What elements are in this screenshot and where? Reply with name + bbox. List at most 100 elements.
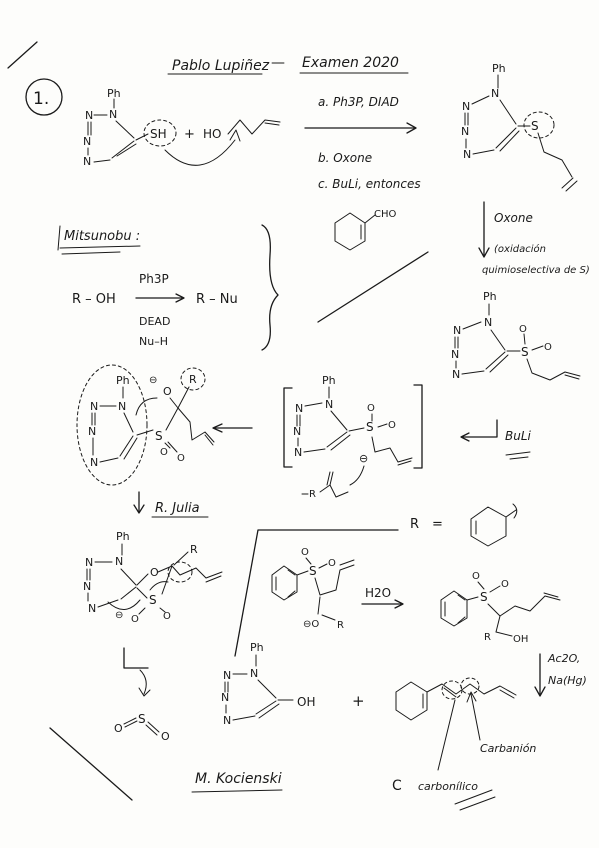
elimination-arrow	[123, 647, 149, 669]
oxone-note-2: quimioselectiva de S)	[482, 265, 590, 276]
start-n4: N	[83, 155, 91, 168]
mitsunobu-ph3p: Ph3P	[139, 272, 169, 286]
p1-n3: N	[461, 125, 469, 138]
side-alk-o: ⊖O	[303, 619, 319, 630]
acetylation-arrow-head	[534, 686, 546, 697]
buli-arrow	[461, 419, 498, 438]
header-dash: —	[271, 55, 285, 71]
a-n2: N	[325, 398, 333, 411]
sp-o2: O	[163, 611, 171, 622]
f-n2: N	[250, 667, 258, 680]
mitsunobu-nuh: Nu–H	[139, 335, 168, 348]
sp-minus: ⊖	[115, 610, 123, 621]
f-ph: Ph	[250, 641, 264, 654]
side-o1: O	[301, 547, 309, 558]
rdef-r: R	[410, 517, 419, 532]
problem-circle	[25, 78, 63, 116]
final-plus: +	[352, 692, 365, 710]
cyclohexene-ring-r	[470, 506, 507, 547]
left-arrow-head	[212, 423, 223, 433]
f-n1: N	[223, 669, 231, 682]
al-n1: N	[90, 400, 98, 413]
attack-arrow	[164, 139, 236, 166]
al-o: O	[163, 385, 172, 398]
mitsunobu-roh: R – OH	[72, 292, 116, 307]
aldehyde-r: R	[309, 489, 316, 500]
s-n1: N	[453, 324, 461, 337]
corner-mark	[7, 41, 38, 69]
carbanion-pointer	[470, 693, 481, 741]
sp-o1: O	[131, 614, 139, 625]
f-n3: N	[221, 691, 229, 704]
sp-n4: N	[88, 602, 96, 615]
p1-ph: Ph	[492, 62, 506, 75]
sulfone-product: Ph N N N N S O O	[451, 290, 581, 381]
oxone-arrow-head	[478, 247, 490, 258]
al-ph: Ph	[116, 374, 130, 387]
h2o-label: H2O	[365, 586, 391, 600]
divider-diagonal	[317, 251, 429, 323]
sp-n2: N	[115, 555, 123, 568]
butenol-chain	[227, 119, 281, 135]
start-n2: N	[109, 108, 117, 121]
problem-number: 1.	[33, 89, 49, 109]
al-o1: O	[160, 447, 168, 458]
a-ph: Ph	[322, 374, 336, 387]
carbanion-label: Carbanión	[480, 742, 536, 755]
a-o2: O	[388, 420, 396, 431]
anion-attack-arrow	[349, 465, 365, 486]
al-n2: N	[118, 400, 126, 413]
side-prod-r: R	[484, 632, 491, 643]
mitsunobu-dead: DEAD	[139, 315, 170, 328]
s-o2: O	[544, 342, 552, 353]
attack-arrowhead	[229, 129, 241, 142]
a-minus: ⊖	[359, 452, 368, 465]
reagent-b: b. Oxone	[318, 151, 372, 165]
sp-r: R	[190, 543, 198, 556]
kocienski-underline	[191, 789, 283, 793]
p1-n1: N	[462, 100, 470, 113]
sp-n1: N	[85, 556, 93, 569]
oxone-label: Oxone	[494, 211, 533, 225]
sp-s: S	[149, 593, 157, 607]
anion-bracket: Ph N N N N S O O ⊖	[283, 374, 423, 486]
buli-label: BuLi	[505, 429, 532, 443]
start-ho: HO	[203, 127, 221, 141]
p1-s: S	[531, 119, 539, 133]
so2-s: S	[138, 712, 146, 726]
alkoxide-attack-arrow	[135, 397, 158, 416]
a-s: S	[366, 420, 374, 434]
diene-product	[395, 677, 517, 771]
so2-o1: O	[114, 722, 123, 735]
elimination-curve	[139, 669, 147, 695]
kocienski-label: M. Kocienski	[195, 771, 282, 787]
carbonilico-label: carbonílico	[418, 780, 478, 793]
s-n3: N	[451, 348, 459, 361]
na-hg-label: Na(Hg)	[548, 674, 587, 687]
carbonilico-underline	[454, 789, 496, 811]
side-oh: OH	[513, 634, 528, 645]
al-minus: ⊖	[149, 375, 157, 386]
butenol-double	[264, 122, 280, 126]
mitsunobu-underline	[59, 245, 141, 255]
side-reaction: S O O ⊖O R H2O S O O R OH	[271, 547, 561, 645]
reagent-a: a. Ph3P, DIAD	[318, 95, 399, 109]
side-s: S	[309, 564, 317, 578]
cho-label: CHO	[374, 209, 397, 220]
f-n4: N	[223, 714, 231, 727]
mitsunobu-rnu: R – Nu	[196, 292, 238, 307]
julia-label: R. Julia	[155, 501, 200, 516]
al-n3: N	[88, 425, 96, 438]
s-o1: O	[519, 324, 527, 335]
p1-n4: N	[463, 148, 471, 161]
carbonyl-pointer	[437, 699, 456, 771]
a-n1: N	[295, 402, 303, 415]
s-n4: N	[452, 368, 460, 381]
aldehyde-co	[326, 471, 334, 486]
start-tetrazole: Ph N N N N	[83, 87, 149, 168]
sp-ph: Ph	[116, 530, 130, 543]
rdef-eq: =	[432, 517, 443, 532]
c-label: C	[392, 778, 402, 794]
ac2o-label: Ac2O,	[547, 652, 580, 665]
